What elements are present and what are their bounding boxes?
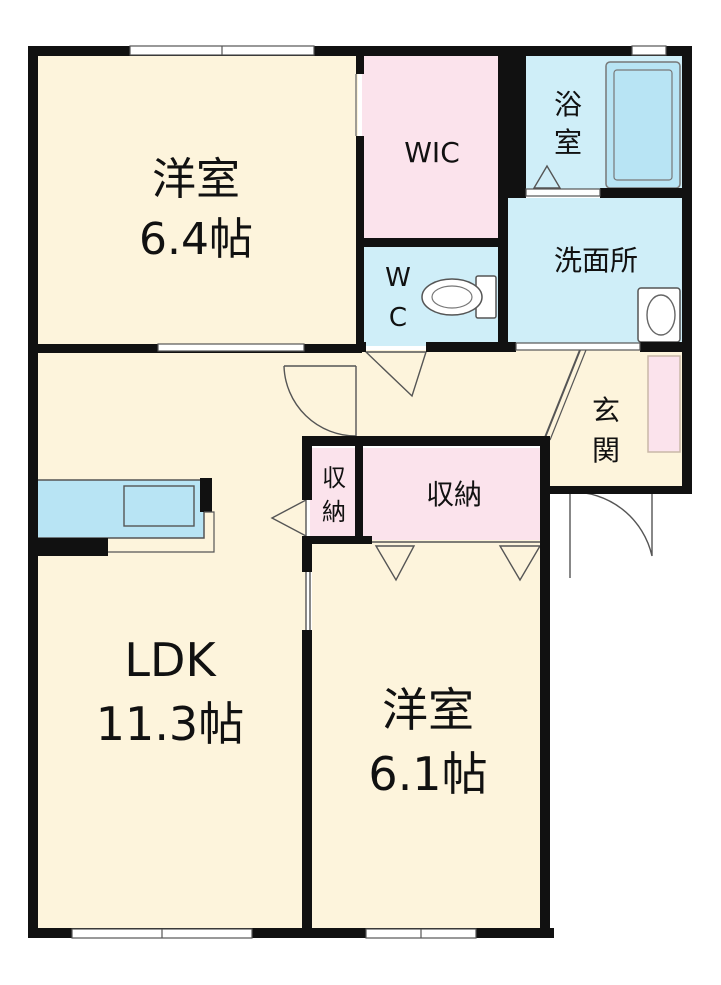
wc-door-swing	[364, 351, 427, 398]
floor-fills	[36, 55, 684, 932]
opening-bath	[525, 188, 601, 197]
washroom-label: 洗面所	[554, 244, 638, 277]
entrance-label-2: 関	[592, 434, 620, 467]
storage-large-label: 収納	[426, 478, 482, 511]
wc-label-2: C	[389, 303, 407, 333]
bath-label-1: 浴	[554, 88, 582, 121]
entrance-storage-floor	[647, 355, 681, 453]
wic-floor	[362, 55, 500, 241]
ldk-floor	[36, 350, 306, 930]
entrance-label-1: 玄	[592, 394, 620, 427]
storage-large-floor	[362, 448, 548, 540]
hallway-floor	[306, 350, 556, 440]
bedroom-north-name: 洋室	[152, 154, 240, 205]
ldk-name: LDK	[124, 633, 217, 687]
storage-small-label-2: 納	[322, 498, 346, 526]
kitchen-counter-icon	[35, 478, 215, 553]
wic-label: WIC	[404, 136, 460, 169]
washbasin-icon	[637, 287, 681, 343]
bedroom-south-floor	[312, 540, 548, 932]
storage-small-door-icon	[270, 498, 307, 538]
opening-bedroom-north-bottom	[157, 343, 305, 352]
bedroom-south-size: 6.1帖	[368, 747, 487, 801]
closet-door-right-icon	[498, 545, 542, 582]
closet-door-left-icon	[374, 545, 416, 582]
storage-small-floor	[310, 448, 362, 540]
window-bath	[631, 45, 667, 56]
bath-label-2: 室	[554, 126, 582, 159]
bedroom-north-size: 6.4帖	[139, 214, 253, 265]
storage-small-label-1: 収	[322, 464, 346, 492]
ldk-door-swing	[283, 365, 357, 437]
bedroom-south-name: 洋室	[382, 683, 474, 737]
bathtub-icon	[605, 61, 681, 189]
bedroom-north-floor	[36, 55, 358, 345]
windows	[71, 45, 667, 939]
wc-label-1: W	[385, 263, 411, 293]
doors	[270, 74, 653, 630]
entrance-door-swing	[569, 491, 653, 578]
fixtures	[35, 61, 681, 553]
labels: 洋室 6.4帖 WIC 浴 室 W C 洗面所 玄 関 収 納 収納 LDK 1…	[96, 88, 638, 801]
bath-door-icon	[532, 164, 562, 189]
ldk-size: 11.3帖	[96, 697, 244, 751]
opening-washroom	[515, 342, 641, 351]
toilet-icon	[421, 275, 497, 319]
